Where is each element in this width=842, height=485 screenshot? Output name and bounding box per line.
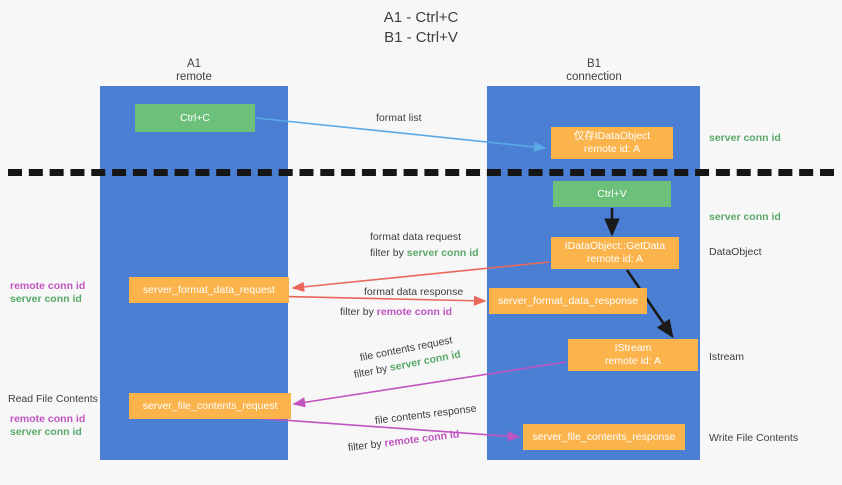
annotation-server-conn-id-top: server conn id bbox=[709, 132, 781, 144]
lane-a1-name: A1 bbox=[186, 58, 202, 70]
filter-value-server-conn-id: server conn id bbox=[406, 247, 479, 259]
annotation-istream: Istream bbox=[709, 351, 745, 363]
box-idataobject-title: 仅存IDataObject bbox=[573, 130, 651, 142]
box-istream-subtitle: remote id: A bbox=[604, 355, 662, 367]
filter-prefix: filter by bbox=[352, 362, 392, 381]
annotation-remote-conn-id-1: remote conn id bbox=[10, 280, 86, 292]
box-server-format-data-response-label: server_format_data_response bbox=[497, 294, 639, 307]
annotation-write-file-contents: Write File Contents bbox=[709, 432, 799, 444]
annotation-server-conn-id-mid: server conn id bbox=[709, 211, 781, 223]
annotation-server-conn-id-1: server conn id bbox=[10, 293, 82, 305]
annotation-server-conn-id-2: server conn id bbox=[10, 426, 82, 438]
box-getdata-title: IDataObject::GetData bbox=[564, 240, 666, 252]
box-ctrl-c-label: Ctrl+C bbox=[179, 111, 211, 124]
label-format-data-request-filter: filter by server conn id bbox=[370, 246, 479, 260]
label-format-data-response: format data response bbox=[364, 286, 464, 298]
box-server-file-contents-request[interactable]: server_file_contents_request bbox=[129, 393, 291, 419]
title-line-1: A1 - Ctrl+C bbox=[383, 9, 459, 26]
lane-b1-name: B1 bbox=[586, 58, 602, 70]
box-server-file-contents-response[interactable]: server_file_contents_response bbox=[523, 424, 685, 450]
lane-a1-role: remote bbox=[176, 71, 212, 83]
box-istream[interactable]: IStream remote id: A bbox=[568, 339, 698, 371]
annotation-remote-conn-id-2: remote conn id bbox=[10, 413, 86, 425]
lane-a1-header: A1 remote bbox=[134, 58, 254, 84]
box-ctrl-v-label: Ctrl+V bbox=[597, 187, 627, 200]
box-ctrl-c[interactable]: Ctrl+C bbox=[135, 104, 255, 132]
box-getdata-subtitle: remote id: A bbox=[586, 253, 644, 265]
box-server-file-contents-response-label: server_file_contents_response bbox=[532, 430, 676, 443]
box-idataobject-subtitle: remote id: A bbox=[583, 143, 641, 155]
label-format-data-response-filter: filter by remote conn id bbox=[340, 305, 452, 319]
annotation-read-file-contents: Read File Contents bbox=[8, 393, 98, 405]
label-format-data-request: format data request bbox=[370, 231, 462, 243]
filter-value-remote-conn-id: remote conn id bbox=[383, 428, 460, 450]
title-line-2: B1 - Ctrl+V bbox=[384, 29, 458, 46]
box-ctrl-v[interactable]: Ctrl+V bbox=[553, 181, 671, 207]
filter-value-remote-conn-id: remote conn id bbox=[376, 306, 453, 318]
box-idataobject[interactable]: 仅存IDataObject remote id: A bbox=[551, 127, 673, 159]
label-format-list: format list bbox=[376, 112, 422, 124]
box-server-format-data-request-label: server_format_data_request bbox=[143, 283, 275, 296]
box-server-format-data-response[interactable]: server_format_data_response bbox=[489, 288, 647, 314]
box-server-file-contents-request-label: server_file_contents_request bbox=[142, 399, 278, 412]
box-istream-title: IStream bbox=[614, 342, 652, 354]
label-file-contents-response: file contents response bbox=[374, 402, 478, 427]
lane-b1-header: B1 connection bbox=[534, 58, 654, 84]
page-title: A1 - Ctrl+C B1 - Ctrl+V bbox=[0, 8, 842, 48]
box-idataobject-getdata[interactable]: IDataObject::GetData remote id: A bbox=[551, 237, 679, 269]
filter-prefix: filter by bbox=[340, 306, 377, 318]
annotation-dataobject: DataObject bbox=[709, 246, 762, 258]
filter-prefix: filter by bbox=[370, 247, 407, 259]
dashed-divider bbox=[8, 169, 834, 176]
lane-b1-role: connection bbox=[566, 71, 622, 83]
label-file-contents-response-filter: filter by remote conn id bbox=[347, 427, 460, 455]
box-server-format-data-request[interactable]: server_format_data_request bbox=[129, 277, 289, 303]
filter-prefix: filter by bbox=[347, 437, 386, 454]
